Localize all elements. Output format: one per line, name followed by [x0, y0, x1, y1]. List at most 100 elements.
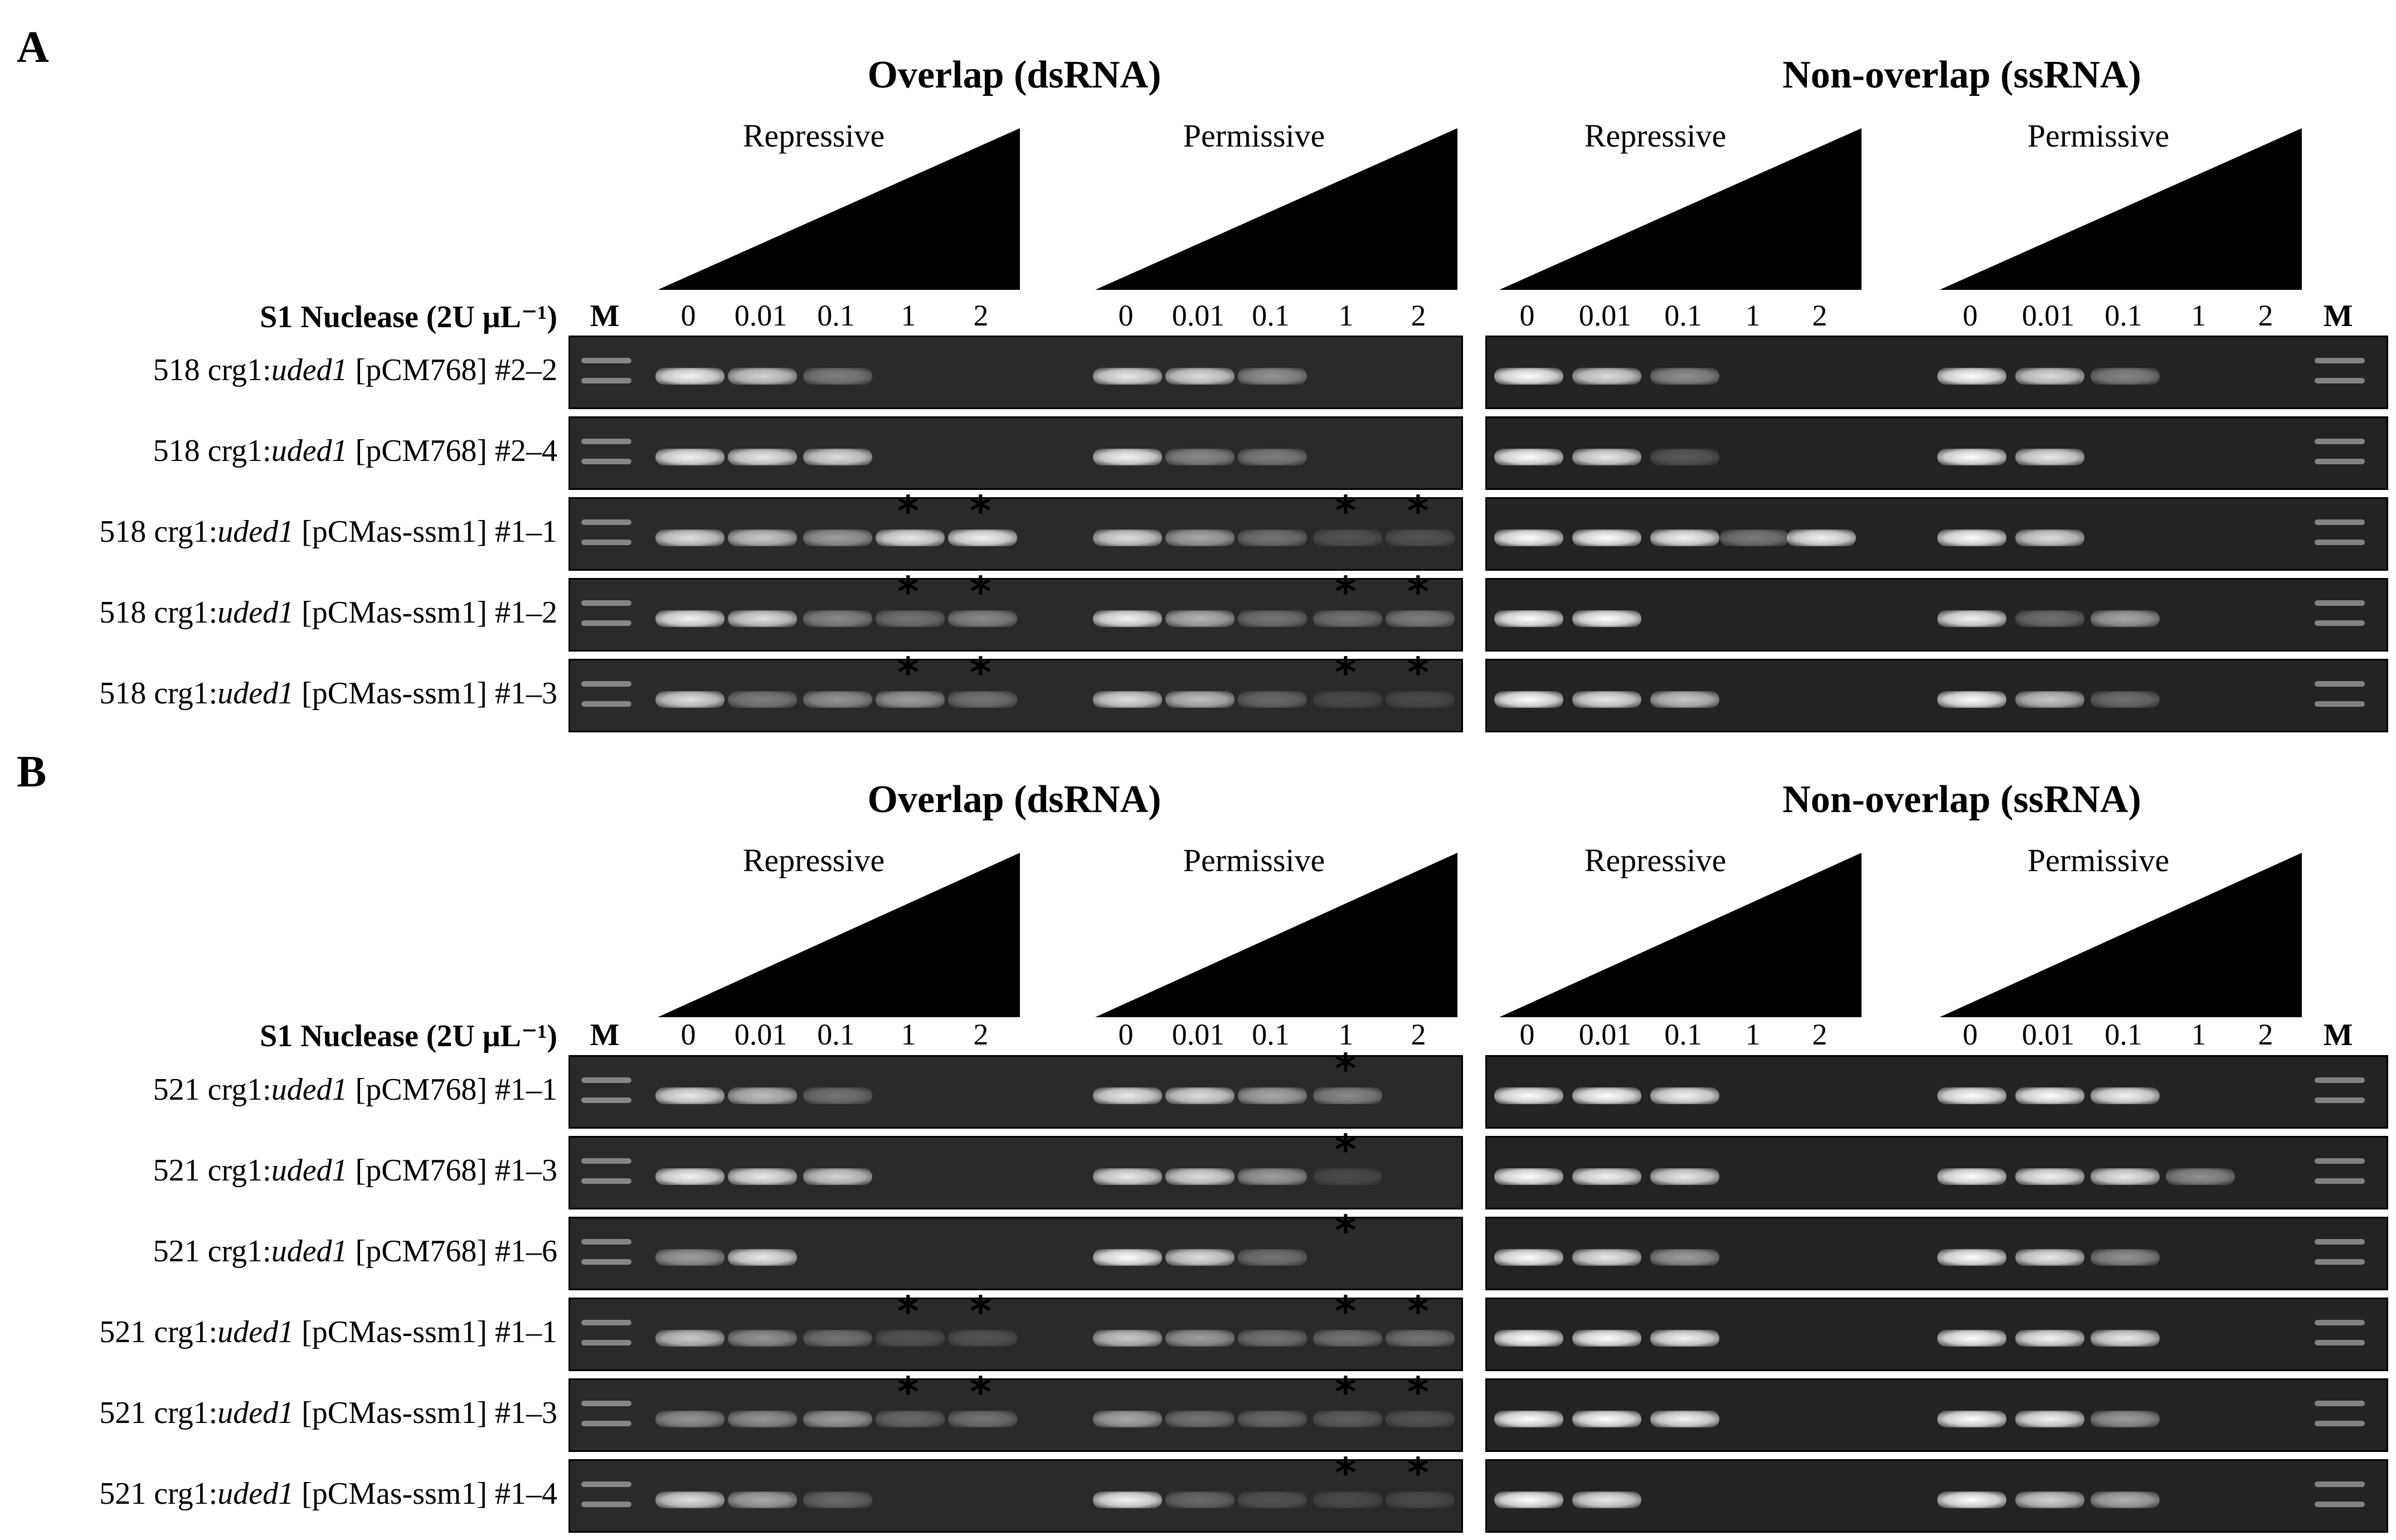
strain-id: 521 — [99, 1476, 147, 1511]
asterisk-marker: * — [1407, 487, 1429, 535]
gel-band — [1313, 1168, 1382, 1186]
ladder-band — [581, 1339, 631, 1345]
gel-band — [1787, 529, 1856, 547]
gel-band — [1093, 1330, 1162, 1347]
gel-band — [948, 1411, 1017, 1428]
dose-label: 0.01 — [1172, 1018, 1225, 1051]
ladder-band — [2315, 519, 2365, 525]
gel-band — [1238, 1168, 1307, 1186]
gel-band — [1494, 1168, 1563, 1186]
gel-band — [948, 610, 1017, 628]
gel-band — [1093, 1492, 1162, 1509]
panel-letter: B — [17, 747, 47, 796]
gel-band — [1650, 1087, 1719, 1105]
gel-band — [1238, 449, 1307, 466]
dose-label: 0.01 — [2021, 1018, 2075, 1051]
strain-id: 518 — [99, 514, 147, 549]
gel-band — [1165, 368, 1235, 385]
gel-band — [655, 1330, 725, 1347]
dose-label: 0 — [1962, 299, 1978, 332]
gel-band — [1937, 610, 2006, 628]
panel-letter: A — [17, 23, 49, 72]
gene-name: uded1 — [271, 353, 348, 387]
gel-band — [1572, 1249, 1641, 1266]
ladder-band — [2315, 1481, 2365, 1487]
gel-band — [1165, 449, 1235, 466]
gel-band — [1494, 1492, 1563, 1509]
ladder-band — [2315, 1319, 2365, 1325]
condition-label: Permissive — [2027, 842, 2170, 878]
plasmid-name: [pCMas-ssm1] #1–3 — [302, 676, 557, 711]
asterisk-marker: * — [897, 1368, 919, 1416]
gel-band — [1720, 529, 1789, 547]
ladder-band — [581, 701, 631, 707]
marker-label: M — [590, 299, 620, 333]
gel-band — [2091, 691, 2160, 708]
ladder-band — [581, 1178, 631, 1184]
gene-name: uded1 — [217, 1315, 294, 1349]
gel-band — [1238, 529, 1307, 547]
gel-band — [728, 368, 797, 385]
gel-band — [1572, 1168, 1641, 1186]
dose-label: 0 — [681, 299, 696, 332]
gel-band — [1937, 1411, 2006, 1428]
gel-band — [1494, 1330, 1563, 1347]
gel-band — [1572, 1087, 1641, 1105]
ladder-band — [2315, 458, 2365, 464]
row-label: 521 crg1:uded1 [pCMas-ssm1] #1–1 — [0, 1314, 557, 1350]
gene-name: uded1 — [217, 514, 294, 549]
gel-band — [728, 1330, 797, 1347]
gel-band — [803, 1411, 872, 1428]
dose-label: 0.01 — [1578, 1018, 1632, 1051]
gel-band — [1093, 691, 1162, 708]
dose-label: 2 — [973, 1018, 989, 1051]
gel-overlap — [568, 497, 1463, 571]
gene-name: uded1 — [217, 1396, 294, 1430]
strain-id: 518 — [153, 353, 200, 387]
ladder-band — [2315, 357, 2365, 363]
dose-label: 2 — [1812, 299, 1828, 332]
ladder-band — [581, 1097, 631, 1103]
gel-band — [803, 1168, 872, 1186]
gel-band — [655, 1168, 725, 1186]
gel-band — [803, 610, 872, 628]
dose-label: 0.01 — [734, 1018, 788, 1051]
plasmid-name: [pCMas-ssm1] #1–1 — [302, 514, 557, 549]
row-label: 518 crg1:uded1 [pCMas-ssm1] #1–2 — [0, 595, 557, 630]
gel-band — [655, 449, 725, 466]
gel-nonoverlap — [1485, 659, 2388, 732]
ladder-band — [581, 1501, 631, 1507]
gel-band — [948, 1330, 1017, 1347]
dose-label: 1 — [901, 1018, 916, 1051]
gel-band — [728, 529, 797, 547]
gel-band — [1494, 610, 1563, 628]
asterisk-marker: * — [897, 1288, 919, 1335]
gel-overlap — [568, 336, 1463, 409]
ladder-band — [581, 357, 631, 363]
dose-label: 0.1 — [2105, 1018, 2142, 1051]
gel-overlap — [568, 659, 1463, 732]
ladder-band — [581, 1481, 631, 1487]
gel-band — [1313, 610, 1382, 628]
gel-band — [2166, 1168, 2235, 1186]
ladder-band — [581, 1158, 631, 1164]
asterisk-marker: * — [970, 487, 992, 535]
overlap-title: Overlap (dsRNA) — [867, 54, 1161, 96]
gel-band — [1386, 691, 1455, 708]
gel-band — [1238, 1087, 1307, 1105]
marker-label: M — [2323, 1018, 2353, 1052]
gel-band — [655, 1087, 725, 1105]
strain-id: 521 — [153, 1153, 200, 1188]
ladder-band — [581, 600, 631, 606]
asterisk-marker: * — [1407, 568, 1429, 616]
ladder-band — [581, 539, 631, 545]
gel-band — [655, 610, 725, 628]
gel-nonoverlap — [1485, 1298, 2388, 1371]
gel-band — [1937, 1249, 2006, 1266]
gel-overlap — [568, 1459, 1463, 1533]
gel-nonoverlap — [1485, 578, 2388, 652]
gel-band — [1572, 1411, 1641, 1428]
condition-label: Repressive — [1584, 118, 1727, 154]
gel-band — [1093, 529, 1162, 547]
gel-band — [1093, 610, 1162, 628]
